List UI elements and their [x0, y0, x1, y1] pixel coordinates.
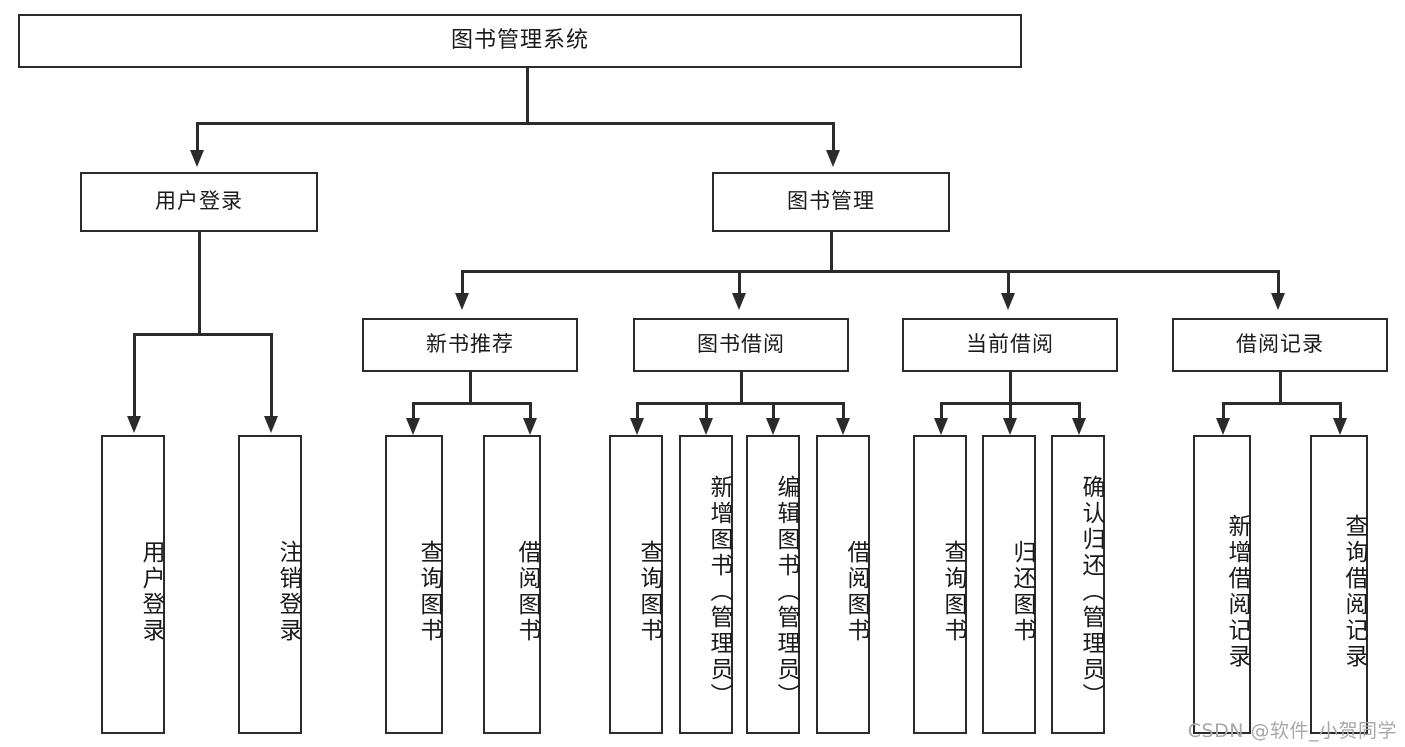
connector-new-book-rec-trunk: [469, 372, 472, 404]
connector-book-borrow-to-leaf-3: [772, 402, 775, 420]
connector-user-login-to-leaf-1: [133, 333, 136, 418]
node-leaf-return-book-label: 归还图书: [1009, 539, 1035, 644]
node-root[interactable]: 图书管理系统: [18, 14, 1022, 68]
arrow-new-book-rec-to-leaf-2: [523, 418, 537, 435]
connector-book-manage-bar: [461, 270, 1279, 273]
connector-book-manage-to-book-borrow: [738, 270, 741, 295]
connector-book-borrow-to-leaf-4: [842, 402, 845, 420]
arrow-book-borrow-to-leaf-3: [766, 418, 780, 435]
connector-user-login-bar: [133, 333, 270, 336]
node-current-borrow[interactable]: 当前借阅: [902, 318, 1118, 372]
connector-root-trunk: [526, 68, 529, 124]
node-leaf-edit-book[interactable]: 编辑图书（管理员）: [746, 435, 800, 734]
node-book-borrow[interactable]: 图书借阅: [633, 318, 849, 372]
connector-book-borrow-to-leaf-2: [705, 402, 708, 420]
node-borrow-record[interactable]: 借阅记录: [1172, 318, 1388, 372]
node-leaf-return-book[interactable]: 归还图书: [982, 435, 1036, 734]
node-leaf-logout[interactable]: 注销登录: [238, 435, 302, 734]
connector-current-borrow-to-leaf-3: [1078, 402, 1081, 420]
node-leaf-logout-label: 注销登录: [275, 539, 301, 644]
connector-root-bar: [196, 122, 834, 125]
node-leaf-edit-book-label: 编辑图书（管理员）: [773, 474, 799, 709]
node-leaf-query-book-3-label: 查询图书: [940, 539, 966, 644]
arrow-book-borrow-to-leaf-1: [630, 418, 644, 435]
connector-user-login-trunk: [198, 232, 201, 335]
connector-borrow-record-bar: [1222, 402, 1339, 405]
arrow-current-borrow-to-leaf-3: [1072, 418, 1086, 435]
node-user-login-label: 用户登录: [155, 189, 243, 214]
connector-current-borrow-to-leaf-1: [940, 402, 943, 420]
node-leaf-add-record-label: 新增借阅记录: [1224, 513, 1250, 670]
node-leaf-query-book-2[interactable]: 查询图书: [609, 435, 663, 734]
connector-new-book-rec-bar: [412, 402, 529, 405]
node-leaf-query-book-2-label: 查询图书: [636, 539, 662, 644]
node-leaf-confirm-return[interactable]: 确认归还（管理员）: [1051, 435, 1105, 734]
connector-book-manage-to-current-borrow: [1007, 270, 1010, 295]
node-leaf-user-login[interactable]: 用户登录: [101, 435, 165, 734]
connector-book-borrow-to-leaf-1: [636, 402, 639, 420]
connector-current-borrow-trunk: [1009, 372, 1012, 404]
arrow-new-book-rec-to-leaf-1: [406, 418, 420, 435]
node-borrow-record-label: 借阅记录: [1236, 332, 1324, 357]
node-book-borrow-label: 图书借阅: [697, 332, 785, 357]
connector-new-book-rec-to-leaf-1: [412, 402, 415, 420]
node-leaf-borrow-book-2-label: 借阅图书: [843, 539, 869, 644]
arrow-borrow-record-to-leaf-1: [1216, 418, 1230, 435]
node-leaf-query-book-3[interactable]: 查询图书: [913, 435, 967, 734]
arrow-user-login-to-leaf-2: [264, 416, 278, 433]
arrow-user-login-to-leaf-1: [127, 416, 141, 433]
connector-borrow-record-to-leaf-2: [1339, 402, 1342, 420]
node-leaf-borrow-book-2[interactable]: 借阅图书: [816, 435, 870, 734]
arrow-borrow-record-to-leaf-2: [1333, 418, 1347, 435]
arrow-current-borrow-to-leaf-1: [934, 418, 948, 435]
node-leaf-query-book-1[interactable]: 查询图书: [385, 435, 443, 734]
node-leaf-borrow-book-1[interactable]: 借阅图书: [483, 435, 541, 734]
connector-root-to-book-manage: [832, 122, 835, 152]
arrow-book-borrow-to-leaf-4: [836, 418, 850, 435]
node-root-label: 图书管理系统: [450, 27, 589, 53]
arrow-book-manage-to-new-book-rec: [455, 293, 469, 310]
node-leaf-user-login-label: 用户登录: [138, 539, 164, 644]
node-user-login[interactable]: 用户登录: [80, 172, 318, 232]
arrow-book-borrow-to-leaf-2: [699, 418, 713, 435]
connector-root-to-user-login: [196, 122, 199, 152]
arrow-root-to-book-manage: [826, 150, 840, 167]
connector-new-book-rec-to-leaf-2: [529, 402, 532, 420]
connector-book-manage-to-new-book-rec: [461, 270, 464, 295]
connector-borrow-record-to-leaf-1: [1222, 402, 1225, 420]
arrow-book-manage-to-book-borrow: [732, 293, 746, 310]
node-leaf-borrow-book-1-label: 借阅图书: [514, 539, 540, 644]
connector-current-borrow-to-leaf-2: [1009, 402, 1012, 420]
connector-borrow-record-trunk: [1279, 372, 1282, 404]
connector-book-manage-to-borrow-record: [1277, 270, 1280, 295]
connector-book-borrow-bar: [636, 402, 844, 405]
node-new-book-rec-label: 新书推荐: [426, 332, 514, 357]
node-leaf-query-record-label: 查询借阅记录: [1341, 513, 1367, 670]
node-current-borrow-label: 当前借阅: [966, 332, 1054, 357]
node-leaf-add-book[interactable]: 新增图书（管理员）: [679, 435, 733, 734]
connector-book-manage-trunk: [830, 232, 833, 272]
node-leaf-query-record[interactable]: 查询借阅记录: [1310, 435, 1368, 734]
node-leaf-add-book-label: 新增图书（管理员）: [706, 474, 732, 709]
node-leaf-add-record[interactable]: 新增借阅记录: [1193, 435, 1251, 734]
connector-user-login-to-leaf-2: [270, 333, 273, 418]
node-new-book-rec[interactable]: 新书推荐: [362, 318, 578, 372]
node-leaf-query-book-1-label: 查询图书: [416, 539, 442, 644]
arrow-root-to-user-login: [190, 150, 204, 167]
arrow-current-borrow-to-leaf-2: [1003, 418, 1017, 435]
node-leaf-confirm-return-label: 确认归还（管理员）: [1078, 474, 1104, 709]
node-book-manage-label: 图书管理: [787, 189, 875, 214]
connector-book-borrow-trunk: [740, 372, 743, 404]
node-book-manage[interactable]: 图书管理: [712, 172, 950, 232]
arrow-book-manage-to-current-borrow: [1001, 293, 1015, 310]
arrow-book-manage-to-borrow-record: [1271, 293, 1285, 310]
